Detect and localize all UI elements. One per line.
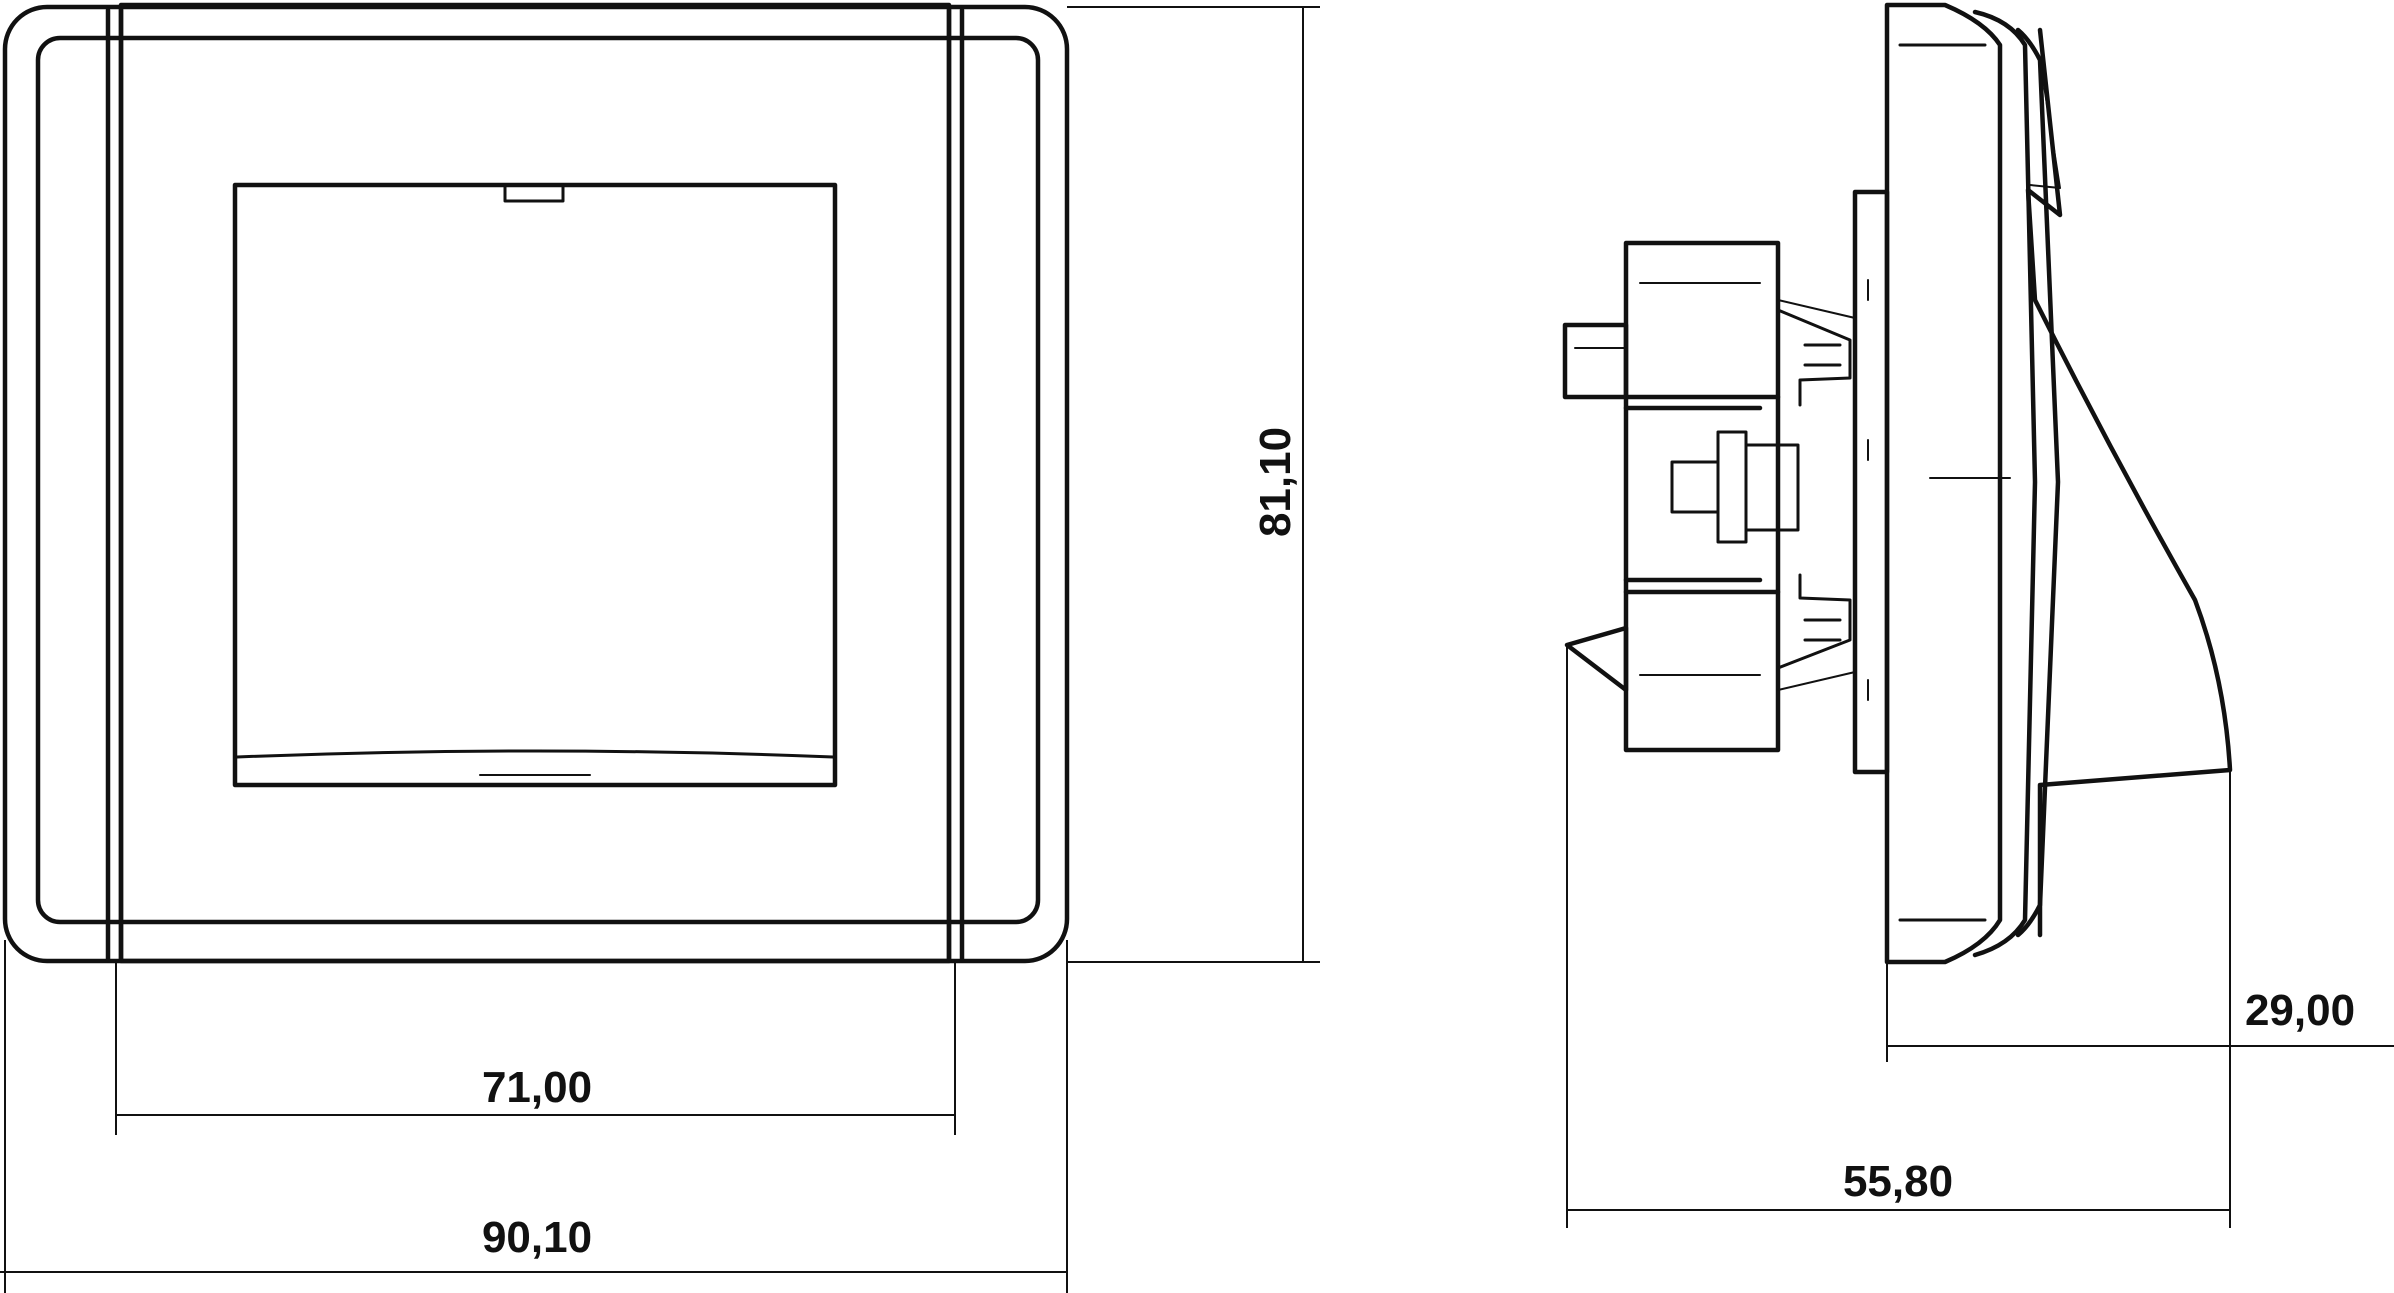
dim-29: 29,00 bbox=[2245, 986, 2355, 1035]
outer-frame bbox=[2, 4, 1070, 964]
rocker-tilt bbox=[2025, 27, 2233, 938]
side-frame bbox=[1884, 2, 2003, 965]
led-window bbox=[503, 183, 565, 203]
mechanism-body bbox=[1623, 240, 1781, 753]
terminal-top bbox=[1562, 322, 1629, 400]
side-dimensions: 29,00 55,80 bbox=[1566, 645, 2394, 1228]
side-view bbox=[1562, 2, 2233, 965]
rocker-key bbox=[232, 182, 838, 788]
front-dimensions: 71,00 90,10 81,10 bbox=[0, 6, 1320, 1293]
dim-55: 55,80 bbox=[1843, 1157, 1953, 1206]
mounting-plate bbox=[1852, 189, 1890, 775]
rocker-key-side bbox=[1972, 9, 2038, 958]
dim-90: 90,10 bbox=[482, 1213, 592, 1262]
dim-81: 81,10 bbox=[1251, 427, 1300, 537]
dim-71: 71,00 bbox=[482, 1063, 592, 1112]
front-view bbox=[2, 2, 1070, 964]
inner-frame bbox=[35, 35, 1041, 925]
center-plate bbox=[118, 2, 952, 964]
terminal-bottom bbox=[1564, 625, 1629, 693]
